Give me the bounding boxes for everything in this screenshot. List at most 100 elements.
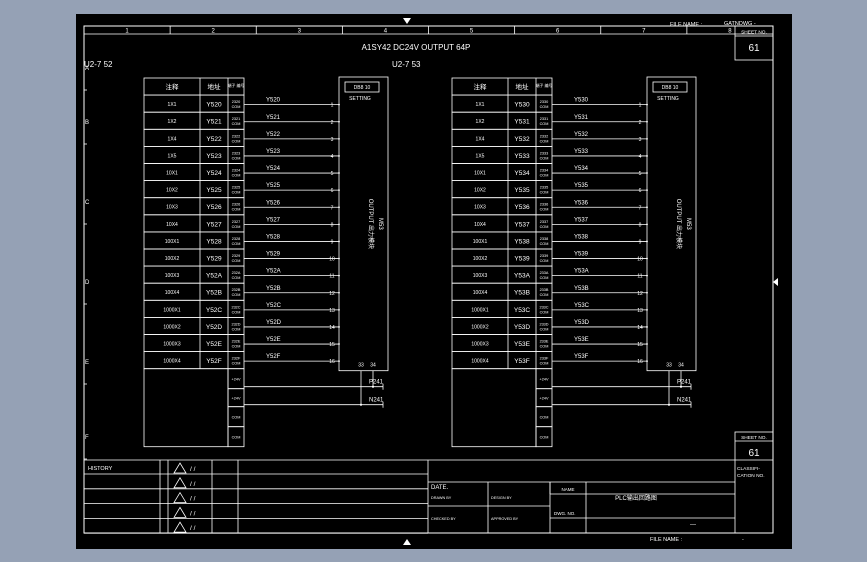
module-pin: 9	[331, 239, 334, 245]
row-terminal-com: COM	[540, 310, 549, 314]
table-row	[143, 180, 245, 199]
right-arrow-icon	[773, 278, 778, 286]
module-pin: 11	[329, 274, 334, 280]
wire-address: Y522	[266, 132, 281, 138]
row-annotation: 100X1	[165, 239, 180, 245]
wire-address: Y535	[574, 183, 589, 189]
revision-triangle-icon	[173, 521, 187, 533]
row-terminal-com: COM	[232, 208, 241, 212]
module-id-vertical: M53	[685, 218, 691, 230]
row-terminal-com: COM	[540, 122, 549, 126]
row-annotation: 10X4	[474, 222, 486, 228]
row-terminal: 2327	[232, 220, 240, 224]
row-terminal: 232A	[232, 271, 241, 275]
row-address: Y524	[206, 170, 222, 177]
row-terminal-com: COM	[232, 362, 241, 366]
row-annotation: 1X5	[168, 153, 177, 159]
module-pin: 9	[639, 239, 642, 245]
row-letter: A	[85, 66, 89, 72]
row-annotation: 1X1	[168, 102, 177, 108]
terminal-dot	[338, 343, 340, 345]
wire-address: Y53E	[574, 337, 589, 343]
table-row	[143, 214, 245, 233]
row-terminal: 2335	[540, 186, 548, 190]
module-pin: 7	[331, 205, 334, 211]
classification-label: CATION NO.	[737, 473, 765, 479]
row-annotation: 100X1	[473, 239, 488, 245]
module-pin: 3	[639, 137, 642, 143]
module-id-vertical: M53	[377, 218, 383, 230]
module-pin: 3	[331, 137, 334, 143]
row-terminal: 2333	[540, 151, 548, 155]
row-terminal-com: COM	[540, 139, 549, 143]
table-row	[143, 197, 245, 216]
power-label-p: P241	[369, 380, 384, 386]
classification-label: CLASSIFI-	[737, 466, 760, 472]
table-row	[451, 316, 553, 335]
row-terminal-com: COM	[232, 327, 241, 331]
row-address: Y52E	[206, 341, 223, 348]
revision-date-slash: / /	[190, 466, 196, 473]
row-annotation: 1000X3	[471, 342, 488, 348]
row-terminal-com: COM	[540, 174, 549, 178]
wire-address: Y530	[574, 98, 589, 104]
row-terminal: 233F	[540, 357, 549, 361]
terminal-dot	[646, 343, 648, 345]
module-pin: 6	[331, 188, 334, 194]
row-terminal-com: COM	[232, 259, 241, 263]
row-terminal-com: COM	[540, 242, 549, 246]
wire-address: Y525	[266, 183, 281, 189]
row-terminal-com: COM	[540, 362, 549, 366]
terminal-dot	[646, 206, 648, 209]
row-terminal-com: COM	[232, 225, 241, 229]
module-setting-label: SETTING	[657, 96, 679, 102]
wire-address: Y52C	[266, 303, 282, 309]
row-terminal: 232E	[232, 340, 241, 344]
header-terminal: 端子 编号	[535, 82, 552, 88]
wire-address: Y533	[574, 149, 589, 155]
file-name-label: FILE NAME :	[670, 22, 703, 28]
row-terminal: 2323	[232, 151, 240, 155]
row-letter: C	[85, 200, 90, 206]
revision-triangle-icon	[173, 506, 187, 518]
row-terminal: 2334	[540, 169, 548, 173]
row-annotation: 1X2	[476, 119, 485, 125]
module-pin: 4	[331, 154, 334, 160]
terminal-cell	[535, 426, 553, 448]
row-terminal: 2322	[232, 134, 240, 138]
wire-address: Y537	[574, 217, 589, 223]
row-annotation: 100X3	[473, 273, 488, 279]
table-row	[451, 351, 553, 370]
wire-address: Y520	[266, 98, 281, 104]
column-number: 4	[384, 29, 388, 35]
row-annotation: 1X4	[476, 136, 485, 142]
row-terminal-com: COM	[540, 293, 549, 297]
row-annotation: 10X2	[474, 188, 486, 194]
revision-triangle-icon	[173, 491, 187, 504]
row-terminal-com: COM	[232, 139, 241, 143]
row-address: Y52A	[206, 273, 223, 280]
column-number: 1	[125, 29, 129, 35]
table-row	[451, 299, 553, 318]
column-number: 5	[470, 29, 474, 35]
module-pin: 11	[637, 274, 642, 280]
row-terminal-com: COM	[540, 327, 549, 331]
bottom-arrow-icon	[403, 539, 411, 545]
revision-date-slash: / /	[190, 481, 196, 488]
row-address: Y522	[206, 136, 222, 143]
revision-date-slash: / /	[190, 496, 196, 503]
block-label: U2-7 53	[392, 60, 421, 69]
row-annotation: 10X3	[474, 205, 486, 211]
row-terminal-com: COM	[540, 208, 549, 212]
row-terminal-com: COM	[232, 345, 241, 349]
terminal-dot	[646, 308, 648, 311]
tb-sheet-number-label: SHEET NO.	[741, 435, 767, 441]
date-label: DATE.	[431, 485, 449, 491]
terminal-dot	[646, 137, 648, 140]
table-row	[451, 163, 553, 182]
row-address: Y53D	[514, 324, 531, 331]
table-row	[143, 351, 245, 370]
row-annotation: 1000X1	[163, 307, 180, 313]
module-pin: 1	[331, 103, 334, 109]
terminal-dot	[338, 137, 340, 140]
